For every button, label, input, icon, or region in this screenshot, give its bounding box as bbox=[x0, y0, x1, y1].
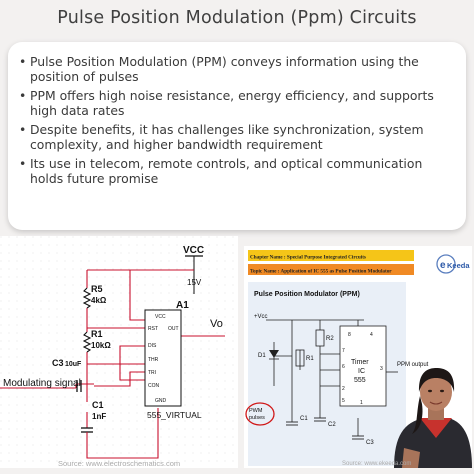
r1-label: R1 bbox=[91, 329, 103, 339]
pin-con: CON bbox=[148, 383, 160, 389]
slide-c2-label: C2 bbox=[328, 422, 336, 428]
slide-r2-symbol bbox=[315, 329, 325, 347]
a1-label: A1 bbox=[176, 300, 189, 311]
slide-pin-label: 2 bbox=[342, 386, 345, 392]
r5-label: R5 bbox=[91, 284, 103, 294]
slide-c1-label: C1 bbox=[300, 416, 308, 422]
vo-label: Vo bbox=[210, 318, 223, 330]
bullet-list: Pulse Position Modulation (PPM) conveys … bbox=[8, 42, 466, 186]
brand-logo-letter: e bbox=[440, 260, 446, 271]
slide-model-label: 555 bbox=[354, 377, 366, 384]
c1-value: 1nF bbox=[92, 412, 106, 421]
slide-r2-label: R2 bbox=[326, 336, 334, 342]
bullet-item: Its use in telecom, remote controls, and… bbox=[19, 156, 456, 186]
pin-vcc: VCC bbox=[155, 314, 166, 320]
slide-pin-label: 7 bbox=[342, 348, 345, 354]
slide-pin-label: 4 bbox=[370, 332, 373, 338]
chapter-name-box bbox=[248, 250, 414, 261]
slide-timer-label: Timer bbox=[351, 359, 369, 366]
schematic-wires bbox=[0, 269, 225, 459]
pin-thr: THR bbox=[148, 357, 159, 363]
slide-pwm-label-a: PWM bbox=[249, 408, 263, 414]
topic-name-box bbox=[248, 264, 414, 275]
r1-value: 10kΩ bbox=[91, 341, 111, 350]
chapter-name: Chapter Name : Special Purpose Integrate… bbox=[250, 255, 366, 261]
slide-r1-symbol bbox=[295, 349, 305, 367]
modulating-signal-label: Modulating signal bbox=[3, 378, 81, 389]
ppm-schematic: VCC 15V R5 4kΩ bbox=[0, 236, 238, 468]
c1-label: C1 bbox=[92, 400, 104, 410]
pin-tri: TRI bbox=[148, 370, 156, 376]
pwm-pulses-highlight bbox=[245, 402, 275, 426]
summary-card: Pulse Position Modulation (PPM) conveys … bbox=[8, 42, 466, 230]
bullet-item: Pulse Position Modulation (PPM) conveys … bbox=[19, 54, 456, 84]
slide-panel-title: Pulse Position Modulator (PPM) bbox=[254, 291, 360, 298]
pin-out: OUT bbox=[168, 326, 179, 332]
brand-logo-icon bbox=[436, 254, 456, 274]
slide-pin-label: 8 bbox=[348, 332, 351, 338]
slide-r1-label: R1 bbox=[306, 356, 314, 362]
slide-circuit-wires bbox=[266, 319, 398, 436]
brand-name: Keeda bbox=[447, 261, 470, 270]
topic-name: Topic Name : Application of IC 555 as Pu… bbox=[250, 269, 392, 275]
slide-ic-label: IC bbox=[358, 368, 365, 375]
v15-label: 15V bbox=[187, 278, 202, 287]
pin-gnd: GND bbox=[155, 398, 167, 404]
slide-pwm-label-b: pulses bbox=[249, 415, 265, 421]
r5-value: 4kΩ bbox=[91, 296, 107, 305]
slide-pin-label: 5 bbox=[342, 398, 345, 404]
pin-dis: DIS bbox=[148, 343, 157, 349]
slide-vcc-label: +Vcc bbox=[254, 314, 268, 320]
slide-ppm-output-label: PPM output bbox=[397, 362, 429, 368]
chip-555 bbox=[144, 309, 182, 407]
lecture-slide: Chapter Name : Special Purpose Integrate… bbox=[245, 250, 472, 468]
c3-label: C3 bbox=[52, 358, 64, 368]
lecture-slide-figure: Chapter Name : Special Purpose Integrate… bbox=[244, 246, 472, 468]
slide-pin-label: 3 bbox=[380, 366, 383, 372]
r1-resistor-symbol bbox=[82, 331, 92, 353]
slide-d1-label: D1 bbox=[258, 353, 266, 359]
ppm-schematic-figure: VCC 15V R5 4kΩ bbox=[0, 236, 238, 468]
right-source-caption: Source: www.ekeeda.com bbox=[342, 461, 411, 467]
left-source-caption: Source: www.electroschematics.com bbox=[58, 459, 180, 468]
c3-value: 10uF bbox=[65, 361, 82, 368]
grid-background bbox=[0, 236, 238, 468]
slide-pin-label: 1 bbox=[360, 400, 363, 406]
bullet-item: PPM offers high noise resistance, energy… bbox=[19, 88, 456, 118]
pin-rst: RST bbox=[148, 326, 158, 332]
slide-d1-symbol bbox=[269, 350, 279, 358]
r5-resistor-symbol bbox=[82, 287, 92, 309]
slide-timer-box bbox=[339, 325, 387, 407]
page-title: Pulse Position Modulation (Ppm) Circuits bbox=[57, 8, 417, 28]
vcc-label: VCC bbox=[183, 245, 204, 256]
presenter-image bbox=[394, 368, 472, 468]
bullet-item: Despite benefits, it has challenges like… bbox=[19, 122, 456, 152]
slide-pin-label: 6 bbox=[342, 364, 345, 370]
slide-c3-label: C3 bbox=[366, 440, 374, 446]
chip-name-label: 555_VIRTUAL bbox=[147, 410, 202, 420]
